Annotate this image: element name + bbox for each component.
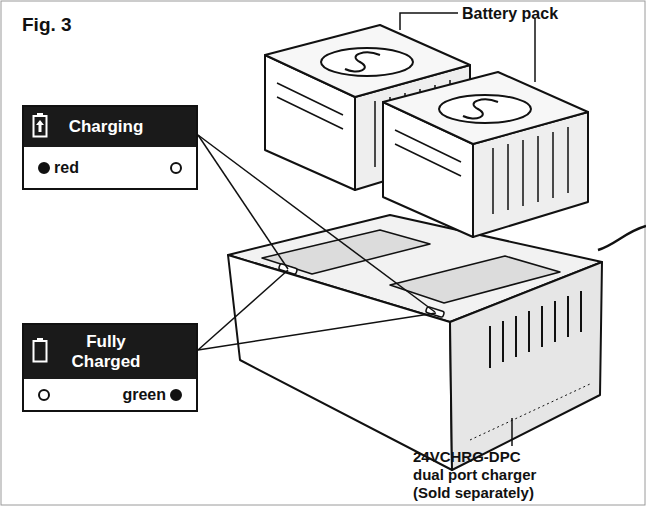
status-heading: Charging — [58, 117, 154, 137]
indicator-callout: Charging red — [22, 105, 198, 190]
color-word: red — [54, 159, 79, 177]
battery-icon — [32, 112, 48, 138]
figure-title: Fig. 3 — [22, 14, 72, 36]
charger-body — [228, 215, 602, 470]
color-word: green — [122, 386, 166, 404]
indicator-group: green — [122, 386, 182, 404]
icon-holder — [32, 112, 48, 142]
indicator-off — [38, 389, 50, 401]
indicator-row: red — [24, 147, 196, 188]
icon-holder — [32, 337, 48, 367]
indicator-off — [170, 162, 182, 174]
leader-lines — [198, 13, 535, 446]
power-cord — [598, 226, 646, 250]
charger-vents — [470, 291, 590, 440]
indicator-callout: Fully Charged green — [22, 323, 198, 412]
callout-header: Fully Charged — [24, 325, 196, 379]
battery-icon — [32, 337, 48, 363]
status-heading: Fully Charged — [58, 332, 154, 372]
indicator-group: red — [38, 159, 79, 177]
indicator-row: green — [24, 379, 196, 410]
callout-header: Charging — [24, 107, 196, 147]
battery-pack — [383, 72, 588, 237]
part-label: 24VCHRG-DPC dual port charger (Sold sepa… — [413, 448, 547, 502]
indicator-lit — [38, 162, 50, 174]
indicator-lit — [170, 389, 182, 401]
part-label: Battery pack — [462, 4, 558, 23]
